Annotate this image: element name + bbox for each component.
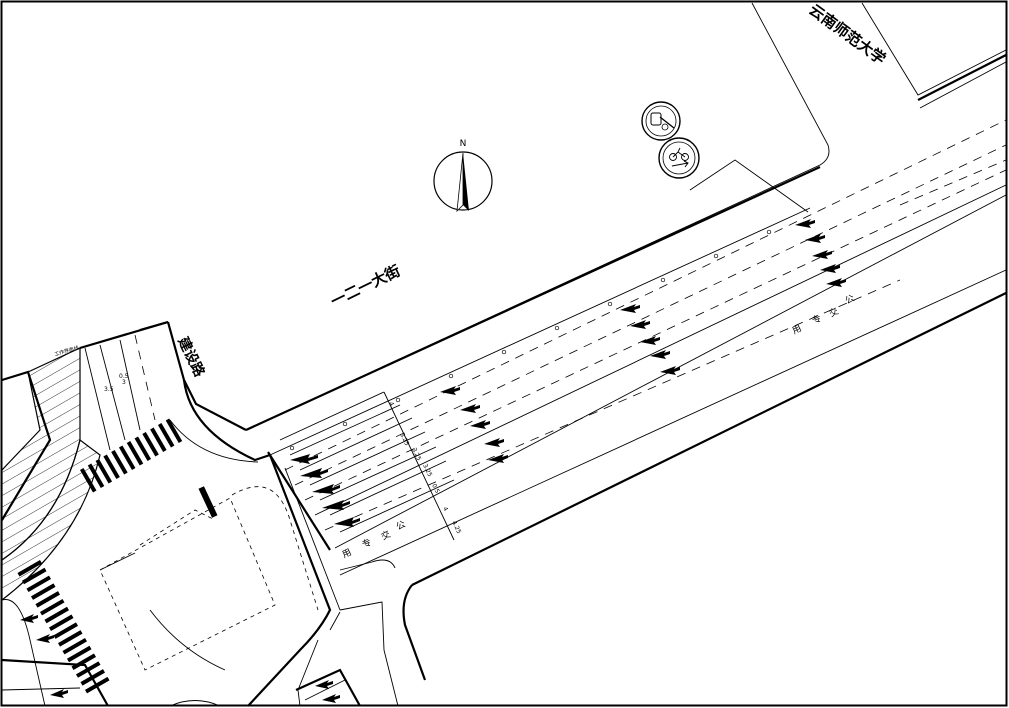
main-road-north-edge [166,321,247,431]
west-lane-1 [99,344,126,441]
svg-text:3.5: 3.5 [104,386,114,393]
north-arrow-letter: N [460,139,467,149]
main-road-label: 一二一大街 [328,262,403,311]
bicycle-lane-sign-icon [658,137,700,179]
south-road-lane-box [295,668,361,707]
southwest-outer-curve [1,599,46,707]
svg-text:专: 专 [810,312,823,327]
svg-text:专: 专 [360,536,373,551]
main-road-south-edge-curve [402,584,427,681]
west-lane-2 [119,339,141,431]
southwest-lane-box [1,658,109,707]
svg-text:交: 交 [379,528,392,543]
bus-lane-inner-line-2 [339,559,396,571]
south-road-edge-right [284,467,341,611]
lane-solid-guides [279,391,455,541]
intersection-guide-dashed [99,497,276,671]
svg-text:3.25: 3.25 [421,463,433,478]
southwest-arrows [20,614,68,698]
intersection-guide-curve [231,486,319,611]
zebra-crossing-west [17,560,110,694]
svg-text:4: 4 [441,506,449,513]
svg-text:交: 交 [827,305,840,320]
svg-text:3.25: 3.25 [410,447,422,462]
south-road-edge-left [247,454,332,707]
west-hatched-island-2 [1,438,101,602]
svg-text:0.5: 0.5 [430,483,441,495]
svg-text:3: 3 [122,379,126,386]
lane-arrows [290,219,846,527]
west-road-edge [1,370,52,521]
bottom-semicircle [169,700,221,707]
campus-boundary [245,2,830,431]
bus-lane-marking-east: 公 交 专 用 [790,293,856,337]
side-road-label: 建设路 [174,334,208,380]
side-road-corner [182,379,271,462]
west-lane-3 [134,334,156,421]
svg-text:4: 4 [387,401,395,408]
main-road-south-edge [411,292,1007,586]
svg-text:用: 用 [790,323,803,337]
svg-text:4.25: 4.25 [450,520,462,535]
west-road-kerb [79,320,169,350]
side-road-kerb-2 [169,419,259,463]
svg-text:公: 公 [394,519,407,533]
intersection-guide-dashed-2 [139,509,216,546]
svg-text:0.5: 0.5 [119,373,129,380]
north-arrow: N [433,139,493,213]
sign-leader-line [689,159,809,213]
zebra-crossing-north [80,418,183,493]
campus-inner-line [919,61,1007,109]
median-island [198,486,218,518]
west-lane-4 [84,347,111,451]
intersection-solid-line [99,552,226,671]
bus-lane-outer-line [339,269,1007,576]
south-road-lane-box-2 [304,679,346,701]
motorcycle-prohibited-sign-icon [641,101,681,141]
svg-text:用: 用 [340,547,353,561]
campus-label: 云南师范大学 [806,1,889,68]
stop-line [267,451,331,551]
svg-text:公: 公 [843,293,856,307]
main-road-north-kerb-east [917,54,1007,101]
kerb-nodes [289,229,772,451]
campus-boundary-right [861,2,1007,96]
lane-lines [269,119,1007,531]
main-road-north-kerb [245,165,821,432]
south-road-island [339,601,399,707]
south-road-arrows [315,680,340,703]
